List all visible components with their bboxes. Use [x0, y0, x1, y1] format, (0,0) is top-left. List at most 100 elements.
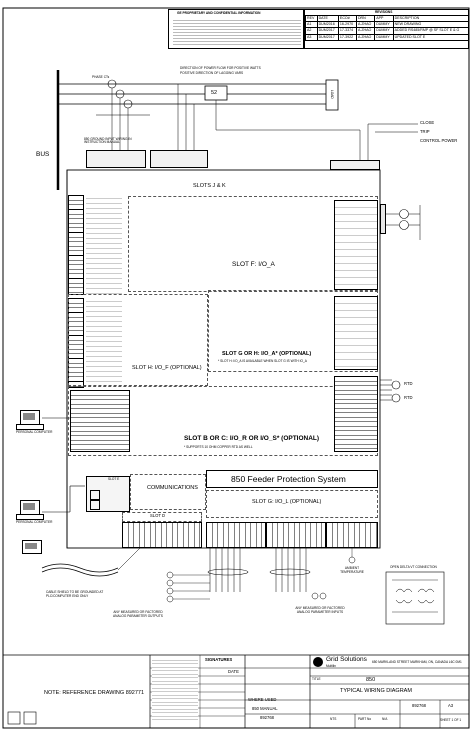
- personal-computer-label-1: PERSONAL COMPUTER: [16, 430, 53, 434]
- current-inputs-terminal-strip: [86, 150, 146, 168]
- rev-col: APP: [374, 14, 394, 23]
- rev-cell: DUM2017: [316, 27, 339, 35]
- plc-computer-icon: [22, 540, 42, 554]
- slot-b-rtd-terminals-right: [334, 376, 378, 452]
- slot-g-or-h-note: * SLOT H: I/O_A IS AVAILABLE WHEN SLOT G…: [218, 359, 307, 363]
- analog-inputs-note: ANY MEASURED OR FACTORED ANALOG PARAMETE…: [295, 606, 345, 614]
- proprietary-notice-text: [173, 18, 301, 46]
- slot-b-or-c-label: SLOT B OR C: I/O_R OR I/O_S* (OPTIONAL): [184, 435, 320, 442]
- rev-cell: A3: [305, 33, 318, 41]
- company-name: Grid Solutions: [326, 656, 367, 663]
- bus-label: BUS: [36, 151, 50, 158]
- part-number-value: 892768: [260, 715, 274, 720]
- slot-e-label: SLOT E: [108, 477, 120, 481]
- analog-input-terminal-strip: [266, 522, 326, 548]
- dimension-notes-block: [152, 657, 198, 721]
- part-no-label: PART No: [358, 717, 372, 721]
- slot-d-region: [122, 512, 202, 522]
- rev-cell: DUM2017: [316, 33, 339, 41]
- sheet-value: SHEET 1 OF 1: [440, 718, 462, 722]
- signatures-header: SIGNATURES: [205, 657, 233, 662]
- ground-ct-note: 850 GROUND INPUT WIRING IN INSTRUCTION M…: [84, 137, 132, 145]
- analog-output-terminal-strip: [206, 522, 266, 548]
- communications-label: COMMUNICATIONS: [147, 485, 198, 491]
- slot-d-terminal-strip: [122, 522, 202, 548]
- power-flow-note-1: DIRECTION OF POWER FLOW FOR POSITIVE WAT…: [180, 66, 261, 70]
- personal-computer-label-2: PERSONAL COMPUTER: [16, 520, 53, 524]
- phase-cts-label: PHASE CTs: [92, 75, 110, 79]
- rev-cell: DUMMY: [374, 27, 394, 35]
- slot-g-or-h-label: SLOT G OR H: I/O_A* (OPTIONAL): [222, 351, 312, 357]
- rev-cell: DUMMY: [374, 21, 394, 29]
- proprietary-notice-box: GE PROPRIETARY AND CONFIDENTIAL INFORMAT…: [168, 9, 304, 49]
- slot-f-output-contacts: [334, 200, 378, 290]
- revisions-header-row: REV DATE ECO# DRN APP DESCRIPTION: [305, 14, 470, 23]
- rev-cell: ADDED RS485/RMP @ SF SLOT E & G: [392, 27, 470, 35]
- voltage-inputs-terminal-strip: [150, 150, 208, 168]
- rev-col: DESCRIPTION: [392, 14, 470, 23]
- rev-value: A3: [448, 703, 454, 708]
- slots-j-k-label: SLOTS J & K: [193, 183, 226, 189]
- rev-cell: NEW DRAWING: [392, 21, 470, 29]
- slot-d-label: SLOT D: [150, 513, 166, 518]
- rtd-terminal-strip: [326, 522, 378, 548]
- drawing-subtitle: TYPICAL WIRING DIAGRAM: [340, 688, 412, 694]
- revisions-box: REVISIONS: [304, 9, 469, 49]
- slot-e-region: [130, 474, 206, 510]
- na-value: N/A: [382, 717, 388, 721]
- revision-row: A1 DUM2016 16-2970 A.ZHAO DUMMY NEW DRAW…: [305, 21, 470, 29]
- rtd-label-2: RTD: [404, 395, 413, 400]
- slot-g-input-labels: [86, 298, 122, 386]
- close-label: CLOSE: [420, 120, 435, 125]
- manual-label: 850 MANUAL: [252, 706, 278, 711]
- dwg-number: 892768: [412, 703, 426, 708]
- company-address: 650 MARKLAND STREET MARKHAM, ON, CANADA …: [372, 660, 462, 664]
- breaker-52-label: 52: [211, 90, 218, 96]
- rev-cell: A.ZHAO: [355, 33, 376, 41]
- product-title-box: 850 Feeder Protection System: [206, 470, 378, 488]
- company-sub: Multilin: [326, 664, 336, 668]
- communications-block: [86, 476, 130, 512]
- rtd-label-1: RTD: [404, 381, 413, 386]
- ethernet-port-icon: [90, 500, 100, 510]
- open-delta-label: OPEN DELTA VT CONNECTION: [390, 565, 437, 569]
- slot-g-io-l-label: SLOT G: I/O_L (OPTIONAL): [252, 499, 322, 505]
- control-power-label: CONTROL POWER: [420, 138, 458, 143]
- revisions-table: REV DATE ECO# DRN APP DESCRIPTION A1 DUM…: [305, 14, 470, 41]
- slot-h-io-f-region: [68, 294, 208, 386]
- power-supply-terminal-strip: [330, 160, 380, 170]
- trip-coil-block: [380, 204, 386, 234]
- trip-label: TRIP: [420, 129, 430, 134]
- proprietary-notice-title: GE PROPRIETARY AND CONFIDENTIAL INFORMAT…: [177, 11, 261, 15]
- date-header: DATE: [228, 669, 239, 674]
- cable-shield-note: CABLE SHIELD TO BE GROUNDED AT PLC/COMPU…: [46, 590, 104, 598]
- rev-cell: 17-3922: [337, 33, 357, 41]
- slot-b-or-c-note: * SUPPORTS 10 OHM COPPER RTD AS WELL: [184, 445, 253, 449]
- slot-b-rtd-terminals-left: [70, 390, 130, 452]
- ambient-temperature-label: AMBIENT TEMPERATURE: [340, 566, 364, 574]
- scale-value: NTS: [330, 717, 337, 721]
- personal-computer-icon-2: [20, 500, 40, 515]
- ethernet-port-icon: [90, 490, 100, 500]
- title-label: TITLE: [312, 677, 321, 681]
- slot-f-digital-inputs: [68, 195, 84, 295]
- rev-cell: UPDATED SLOT E: [392, 33, 470, 41]
- title-value: 850: [366, 677, 376, 683]
- where-used-label: WHERE USED: [248, 697, 277, 702]
- slot-g-output-contacts: [334, 296, 378, 370]
- slot-h-label: SLOT H: I/O_F (OPTIONAL): [132, 365, 202, 371]
- slot-g-io-l-region: [206, 490, 378, 518]
- rev-cell: DUMMY: [374, 33, 394, 41]
- revisions-title: REVISIONS: [375, 10, 393, 14]
- power-flow-note-2: POSITIVE DIRECTION OF LAGGING VARS: [180, 71, 244, 75]
- analog-outputs-note: ANY MEASURED OR FACTORED ANALOG PARAMETE…: [113, 610, 163, 618]
- load-label: LOAD: [330, 90, 335, 99]
- keyboard-icon: [16, 514, 44, 520]
- rev-col: DATE: [316, 14, 339, 23]
- keyboard-icon: [16, 424, 44, 430]
- reference-drawing-note: NOTE: REFERENCE DRAWING 892771: [44, 690, 145, 696]
- slot-f-input-labels: [86, 195, 122, 295]
- personal-computer-icon-1: [20, 410, 40, 425]
- revision-row: A3 DUM2017 17-3922 A.ZHAO DUMMY UPDATED …: [305, 33, 470, 41]
- rev-cell: DUM2016: [316, 21, 339, 29]
